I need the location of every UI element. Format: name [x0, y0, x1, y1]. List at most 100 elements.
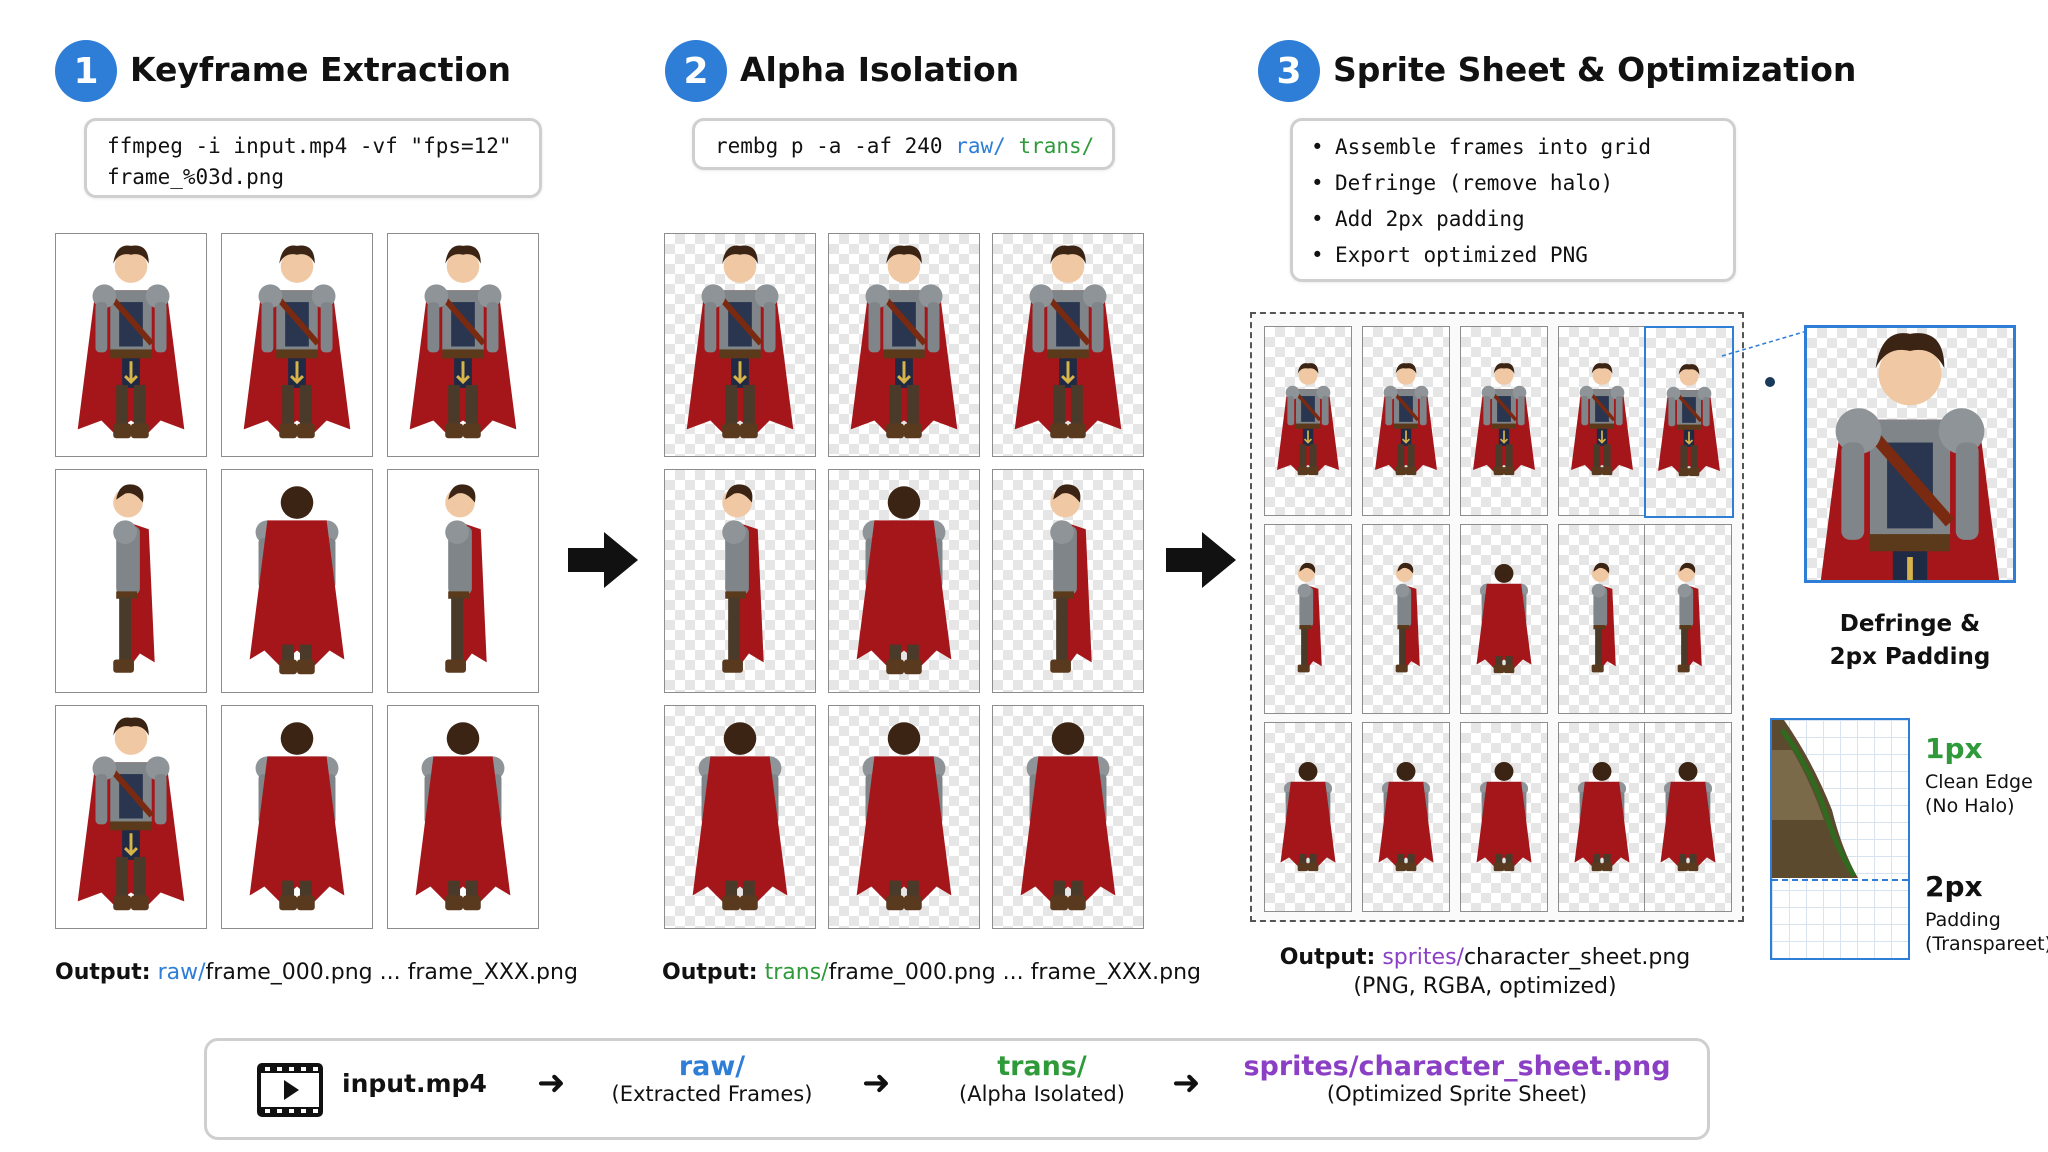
pipeline-flow-bar: input.mp4 ➜ raw/ (Extracted Frames) ➜ tr… — [204, 1038, 1710, 1140]
rembg-trans-dir: trans/ — [1005, 134, 1095, 158]
character-icon — [222, 470, 372, 692]
sprite-frame — [1264, 524, 1352, 714]
step-1-title: Keyframe Extraction — [130, 50, 511, 89]
sprite-frame — [1460, 326, 1548, 516]
flow-raw: raw/ (Extracted Frames) — [597, 1051, 827, 1106]
character-icon — [56, 234, 206, 456]
flow-sprites: sprites/character_sheet.png (Optimized S… — [1237, 1051, 1677, 1106]
flow-trans-desc: (Alpha Isolated) — [959, 1082, 1125, 1106]
character-icon — [1363, 723, 1449, 911]
trans-frames-grid — [664, 233, 1149, 930]
sprite-output-label: Output: — [1279, 945, 1376, 970]
character-icon — [1461, 723, 1547, 911]
raw-frame — [387, 233, 539, 457]
ffmpeg-command-line-2: frame_%03d.png — [107, 165, 285, 189]
step-3-number: 3 — [1276, 50, 1302, 92]
character-icon — [1645, 723, 1731, 911]
character-icon — [1265, 327, 1351, 515]
sprite-frame — [1264, 722, 1352, 912]
flow-input: input.mp4 — [342, 1069, 487, 1098]
flow-raw-desc: (Extracted Frames) — [611, 1082, 813, 1106]
raw-frame — [221, 233, 373, 457]
character-icon — [1645, 525, 1731, 713]
sprite-frame — [1558, 524, 1646, 714]
trans-output-caption: Output: trans/frame_000.png ... frame_XX… — [662, 960, 1201, 985]
flow-sprites-desc: (Optimized Sprite Sheet) — [1326, 1082, 1588, 1106]
flow-trans-dir: trans/ — [997, 1051, 1087, 1082]
trans-frame — [992, 233, 1144, 457]
character-icon — [1807, 328, 2013, 580]
edge-2px-desc: Padding (Transpareet) — [1925, 908, 2048, 956]
character-icon — [56, 706, 206, 928]
arrow-icon — [568, 530, 638, 590]
step-2-number: 2 — [683, 50, 709, 92]
edge-1px-desc: Clean Edge (No Halo) — [1925, 770, 2033, 818]
flow-raw-dir: raw/ — [678, 1051, 746, 1082]
zoom-caption: Defringe & 2px Padding — [1810, 608, 2010, 674]
raw-frame — [221, 705, 373, 929]
character-icon — [388, 470, 538, 692]
raw-frame — [387, 705, 539, 929]
character-icon — [388, 234, 538, 456]
sprite-frame — [1362, 722, 1450, 912]
step-1-badge: 1 — [55, 40, 117, 102]
character-icon — [1265, 525, 1351, 713]
trans-frame — [828, 469, 980, 693]
edge-1px-label: 1px — [1925, 732, 1983, 765]
character-icon — [993, 470, 1143, 692]
character-icon — [1363, 327, 1449, 515]
sprite-frame — [1362, 524, 1450, 714]
zoom-caption-line-2: 2px Padding — [1829, 644, 1991, 670]
raw-frame — [55, 469, 207, 693]
bullet-padding: Add 2px padding — [1335, 207, 1525, 231]
step-2-title: Alpha Isolation — [740, 50, 1020, 89]
sprite-output-caption: Output: sprites/character_sheet.png (PNG… — [1220, 945, 1750, 999]
arrow-icon: ➜ — [862, 1063, 891, 1103]
raw-output-label: Output: — [55, 960, 151, 985]
character-icon — [665, 706, 815, 928]
sprite-output-dir: sprites/ — [1382, 945, 1464, 970]
character-icon — [1363, 525, 1449, 713]
film-icon — [257, 1063, 323, 1117]
flow-trans: trans/ (Alpha Isolated) — [927, 1051, 1157, 1106]
edge-2px-desc-line-2: (Transpareet) — [1925, 933, 2048, 955]
trans-output-files: frame_000.png ... frame_XXX.png — [828, 960, 1201, 985]
ffmpeg-command-box: ffmpeg -i input.mp4 -vf "fps=12" frame_%… — [84, 118, 542, 198]
character-icon — [1559, 327, 1645, 515]
step-1-number: 1 — [73, 50, 99, 92]
raw-frame — [387, 469, 539, 693]
sprite-frame — [1644, 524, 1732, 714]
character-icon — [222, 706, 372, 928]
sprite-frame — [1460, 722, 1548, 912]
trans-frame — [664, 233, 816, 457]
sprite-frame — [1644, 722, 1732, 912]
raw-frame — [221, 469, 373, 693]
rembg-command-box: rembg p -a -af 240 raw/ trans/ — [692, 118, 1115, 170]
bullet-export: Export optimized PNG — [1335, 243, 1588, 267]
raw-output-caption: Output: raw/frame_000.png ... frame_XXX.… — [55, 960, 578, 985]
edge-1px-desc-line-2: (No Halo) — [1925, 795, 2015, 817]
trans-frame — [664, 469, 816, 693]
edge-detail-graphic — [1772, 720, 1908, 881]
edge-detail — [1770, 718, 1910, 960]
sprite-output-format: (PNG, RGBA, optimized) — [1353, 974, 1617, 999]
zoom-connector — [1721, 325, 1825, 387]
raw-frame — [55, 705, 207, 929]
edge-2px-desc-line-1: Padding — [1925, 909, 2001, 931]
sprite-frame — [1460, 524, 1548, 714]
sprite-sheet — [1250, 312, 1744, 922]
step-3-title: Sprite Sheet & Optimization — [1333, 50, 1857, 89]
character-icon — [829, 706, 979, 928]
character-icon — [993, 706, 1143, 928]
step-2-badge: 2 — [665, 40, 727, 102]
zoomed-sprite — [1804, 325, 2016, 583]
ffmpeg-command-line-1: ffmpeg -i input.mp4 -vf "fps=12" — [107, 134, 512, 158]
arrow-icon: ➜ — [537, 1063, 566, 1103]
sprite-frame-highlighted — [1644, 326, 1734, 518]
character-icon — [1461, 525, 1547, 713]
character-icon — [388, 706, 538, 928]
bullet-defringe: Defringe (remove halo) — [1335, 171, 1614, 195]
character-icon — [1265, 723, 1351, 911]
raw-output-files: frame_000.png ... frame_XXX.png — [205, 960, 578, 985]
bullet-glyph: • — [1311, 171, 1324, 195]
